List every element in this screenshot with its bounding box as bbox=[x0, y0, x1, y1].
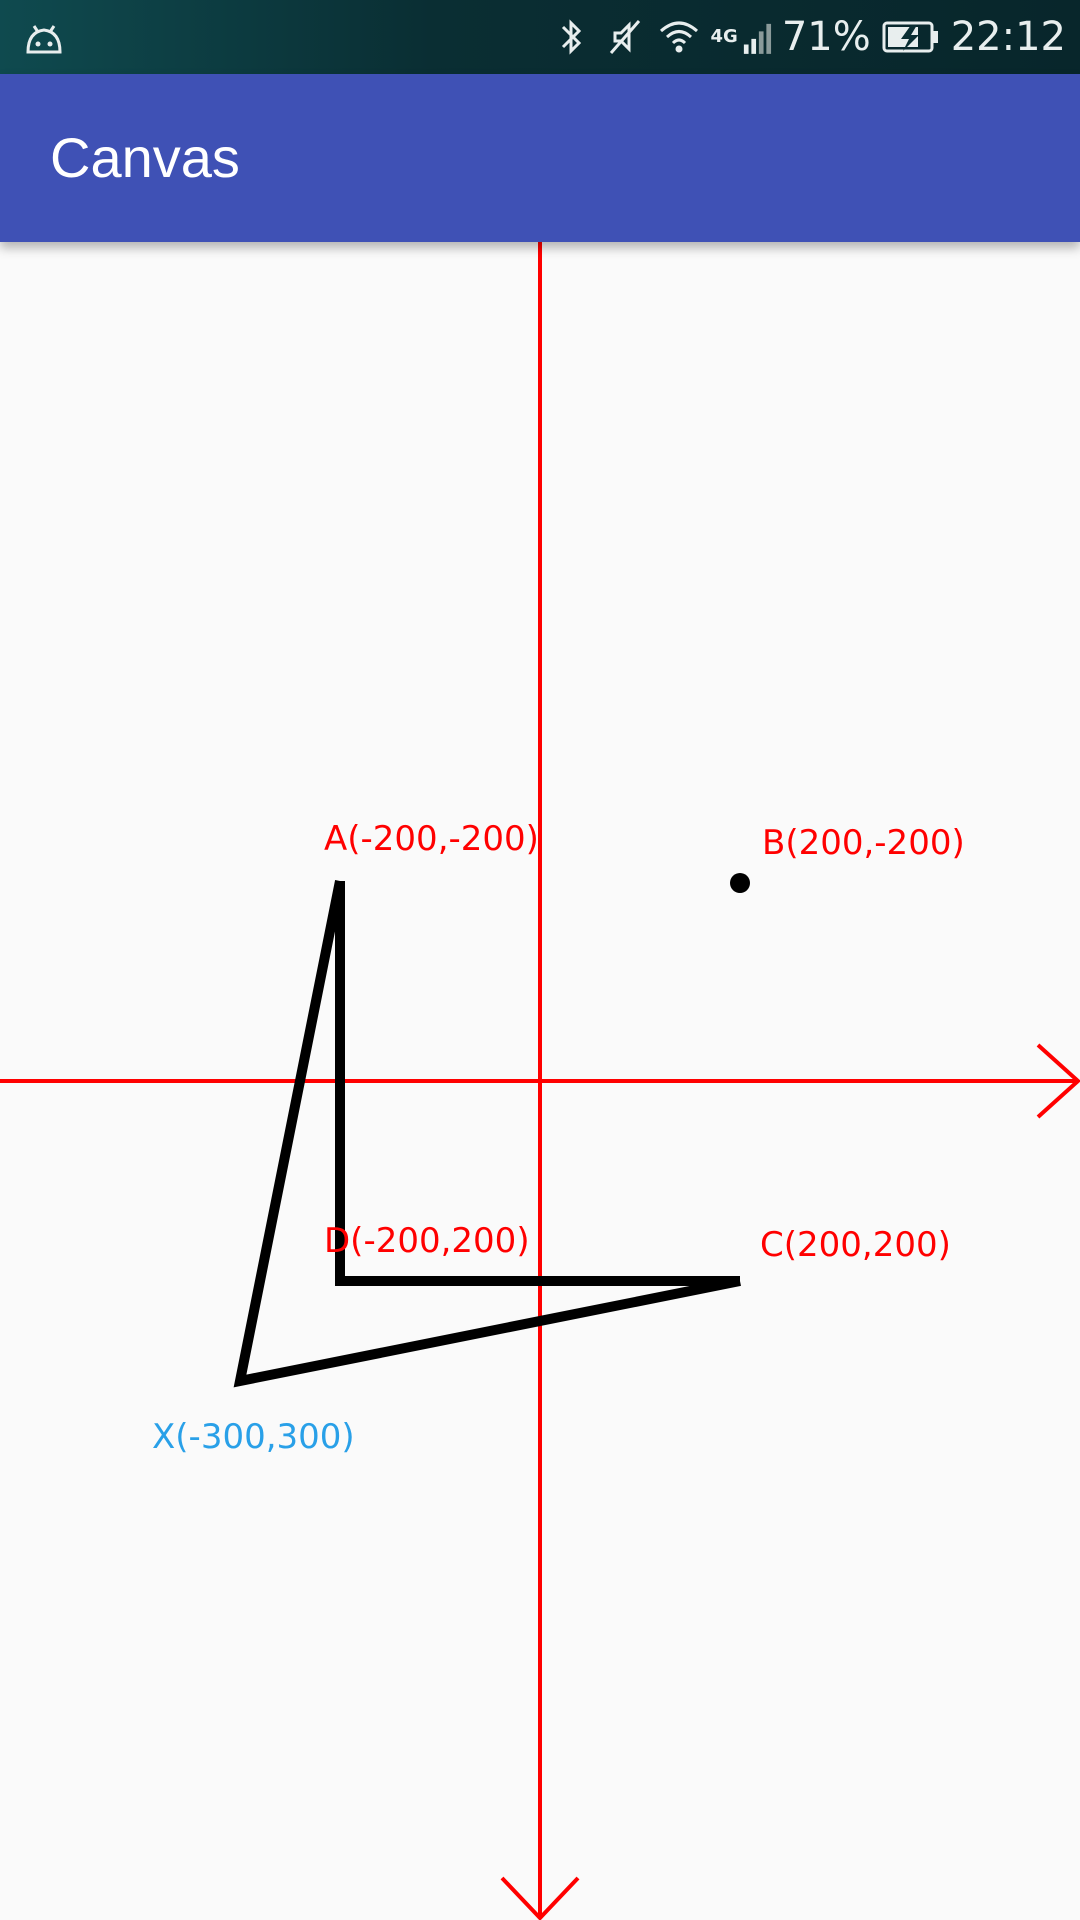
label-point-d: D(-200,200) bbox=[324, 1221, 530, 1261]
cellular-signal: 4G bbox=[711, 17, 772, 57]
network-type-label: 4G bbox=[710, 26, 738, 47]
android-notification-icon bbox=[26, 25, 62, 54]
wifi-icon bbox=[659, 21, 698, 53]
label-point-c: C(200,200) bbox=[760, 1225, 951, 1265]
battery-percent: 71% bbox=[781, 14, 871, 60]
app-bar: Canvas bbox=[0, 74, 1080, 242]
y-axis-arrowhead bbox=[500, 1876, 580, 1920]
path-a-x-c bbox=[233, 880, 741, 1388]
path-a-d-c bbox=[335, 881, 740, 1286]
label-point-x: X(-300,300) bbox=[152, 1417, 355, 1457]
bluetooth-icon bbox=[561, 19, 581, 55]
canvas-view[interactable]: A(-200,-200) B(200,-200) D(-200,200) C(2… bbox=[0, 242, 1080, 1920]
x-axis-arrowhead bbox=[1036, 1043, 1080, 1119]
clock-time: 22:12 bbox=[950, 14, 1066, 60]
canvas-drawing: A(-200,-200) B(200,-200) D(-200,200) C(2… bbox=[0, 242, 1080, 1920]
battery-charging-icon bbox=[882, 21, 938, 53]
point-b-dot bbox=[730, 873, 750, 893]
status-icons: 4G 71% 22:12 bbox=[549, 0, 1066, 74]
label-point-b: B(200,-200) bbox=[762, 823, 965, 863]
mute-icon bbox=[609, 20, 640, 54]
app-title: Canvas bbox=[50, 126, 240, 189]
signal-bars-icon bbox=[743, 23, 771, 54]
label-point-a: A(-200,-200) bbox=[324, 819, 539, 859]
status-bar: 4G 71% 22:12 bbox=[0, 0, 1080, 74]
